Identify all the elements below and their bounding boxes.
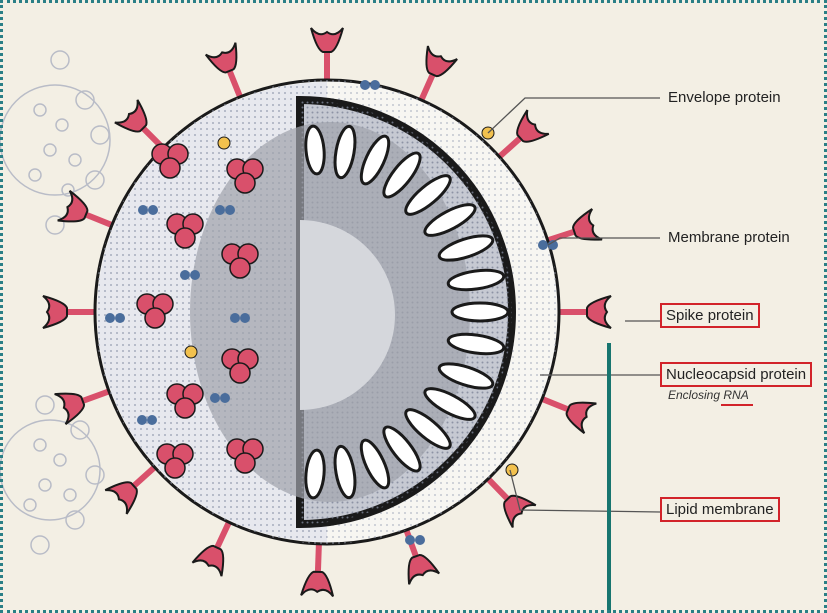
label-spike-protein: Spike protein [660,303,760,328]
label-nucleocapsid-protein: Nucleocapsid protein [660,362,812,387]
enclosing-prefix: Enclosing [668,388,720,402]
enclosing-rna: RNA [723,388,748,402]
background-virus-top [0,51,110,234]
label-lipid-membrane: Lipid membrane [660,497,780,522]
label-membrane-protein: Membrane protein [668,229,790,246]
background-virus-bottom [0,396,104,554]
label-enclosing-rna: Enclosing RNA [668,388,749,402]
label-envelope-protein: Envelope protein [668,89,781,106]
